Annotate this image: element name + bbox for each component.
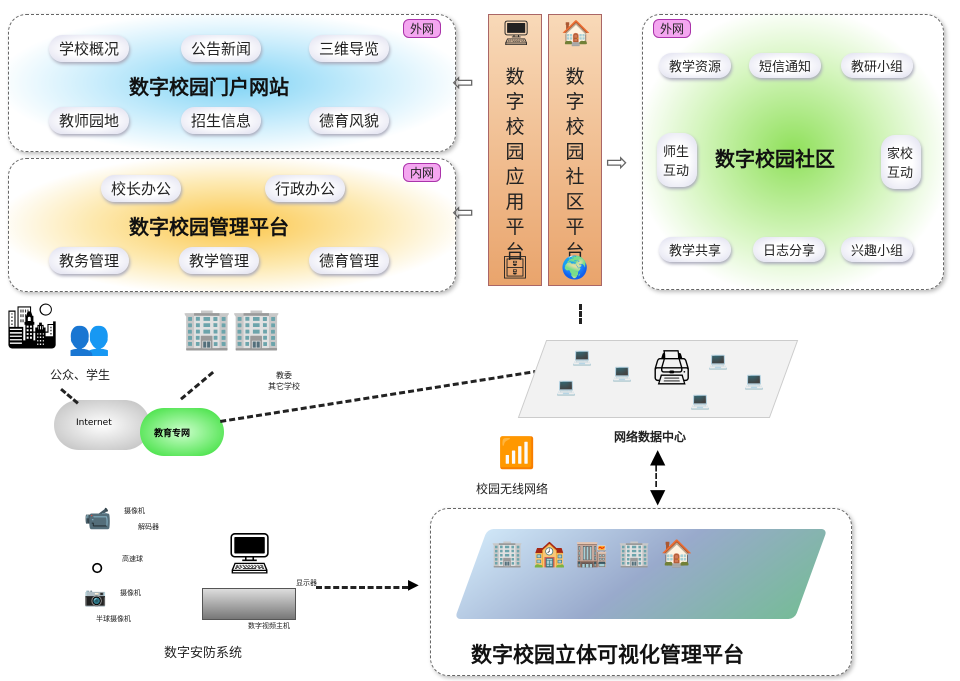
- community-panel: 外网 教学资源 短信通知 教研小组 师生互动 数字校园社区 家校互动 教学共享 …: [642, 14, 944, 290]
- link: [180, 371, 215, 401]
- server-icon: 🖨: [650, 348, 694, 388]
- security-diagram: 📹 ⚪ 📷 🖥 摄像机 解码器 高速球 摄像机 半球摄像机 显示器 数字视频主机: [84, 507, 317, 630]
- device-label: 高速球: [122, 555, 143, 563]
- double-arrow-icon: ▲┆▼: [650, 444, 666, 508]
- edu-network-label: 教育专网: [154, 429, 191, 439]
- computer-icon: 💻: [612, 363, 632, 382]
- mgmt-item[interactable]: 校长办公: [101, 175, 182, 202]
- portal-item[interactable]: 三维导览: [309, 35, 390, 62]
- wireless-label: 校园无线网络: [476, 482, 549, 496]
- arrow-left-icon: ⇦: [452, 198, 474, 228]
- community-item[interactable]: 短信通知: [749, 53, 822, 78]
- globe-icon: 🌍: [561, 256, 589, 281]
- link: [579, 304, 582, 324]
- dome-camera-icon: ⚪: [88, 557, 107, 582]
- app-platform-label: 数字校园应用平台: [505, 66, 525, 263]
- community-item[interactable]: 教学资源: [659, 53, 732, 78]
- extranet-tag: 外网: [402, 19, 441, 38]
- device-label: 显示器: [296, 579, 317, 587]
- portal-panel: 外网 学校概况 公告新闻 三维导览 数字校园门户网站 教师园地 招生信息 德育风…: [8, 14, 456, 152]
- device-label: 解码器: [138, 523, 159, 531]
- camera-icon: 📹: [84, 507, 112, 532]
- computer-icon: 💻: [744, 371, 764, 390]
- community-item[interactable]: 教研小组: [841, 53, 914, 78]
- mgmt-item[interactable]: 教务管理: [49, 247, 130, 274]
- extranet-tag: 外网: [653, 19, 692, 38]
- house-icon: 🏠: [561, 19, 591, 47]
- database-icon: 🗄: [501, 256, 529, 281]
- portal-item[interactable]: 教师园地: [49, 107, 130, 134]
- portal-title: 数字校园门户网站: [129, 75, 289, 99]
- visualization-title: 数字校园立体可视化管理平台: [471, 643, 744, 667]
- portal-item[interactable]: 学校概况: [49, 35, 130, 62]
- visualization-panel: 🏢🏫🏬🏢🏠 数字校园立体可视化管理平台: [430, 508, 852, 676]
- computer-icon: 💻: [708, 351, 728, 370]
- community-title: 数字校园社区: [715, 147, 835, 171]
- internet-label: Internet: [76, 418, 112, 428]
- arrow-left-icon: ⇦: [452, 68, 474, 98]
- edu-label: 教委 其它学校: [268, 371, 300, 391]
- arrow-right-icon: ⇨: [606, 148, 628, 178]
- link: [316, 586, 408, 589]
- buildings-icon: 🏙: [4, 301, 60, 352]
- community-platform-label: 数字校园社区平台: [565, 66, 585, 263]
- portal-item[interactable]: 德育风貌: [309, 107, 390, 134]
- community-item[interactable]: 兴趣小组: [841, 237, 914, 262]
- mgmt-item[interactable]: 教学管理: [179, 247, 260, 274]
- community-item[interactable]: 日志分享: [753, 237, 826, 262]
- device-label: 半球摄像机: [96, 615, 131, 623]
- intranet-tag: 内网: [402, 163, 441, 182]
- monitor-icon: 🖥: [224, 531, 275, 577]
- computer-icon: 💻: [690, 391, 710, 410]
- data-center-label: 网络数据中心: [614, 430, 687, 444]
- public-label: 公众、学生: [50, 368, 111, 382]
- computer-icon: 🖥: [501, 19, 532, 47]
- wireless-antenna-icon: 📶: [498, 436, 536, 471]
- community-item[interactable]: 家校互动: [881, 135, 921, 189]
- device-label: 摄像机: [120, 589, 141, 597]
- camera-icon: 📷: [84, 587, 107, 608]
- community-item[interactable]: 教学共享: [659, 237, 732, 262]
- management-panel: 内网 校长办公 行政办公 数字校园管理平台 教务管理 教学管理 德育管理: [8, 158, 456, 292]
- device-label: 摄像机: [124, 507, 145, 515]
- mgmt-title: 数字校园管理平台: [129, 215, 289, 239]
- video-host: [202, 588, 296, 620]
- portal-item[interactable]: 招生信息: [181, 107, 262, 134]
- portal-item[interactable]: 公告新闻: [181, 35, 262, 62]
- computer-icon: 💻: [572, 347, 592, 366]
- community-platform-column[interactable]: 🏠 数字校园社区平台 🌍: [548, 14, 602, 286]
- arrow-head-icon: ▶: [408, 577, 419, 593]
- device-label: 数字视频主机: [248, 622, 290, 630]
- security-title: 数字安防系统: [164, 646, 243, 661]
- edu-network-cloud: 教育专网: [140, 408, 224, 456]
- community-item[interactable]: 师生互动: [657, 133, 697, 187]
- mgmt-item[interactable]: 行政办公: [265, 175, 346, 202]
- computer-icon: 💻: [556, 377, 576, 396]
- mgmt-item[interactable]: 德育管理: [309, 247, 390, 274]
- internet-cloud: Internet: [54, 400, 150, 450]
- campus-buildings-icon: 🏢🏫🏬🏢🏠: [491, 539, 703, 569]
- users-icon: 👥: [68, 318, 111, 358]
- app-platform-column[interactable]: 🖥 数字校园应用平台 🗄: [488, 14, 542, 286]
- school-buildings-icon: 🏢🏢: [182, 306, 282, 352]
